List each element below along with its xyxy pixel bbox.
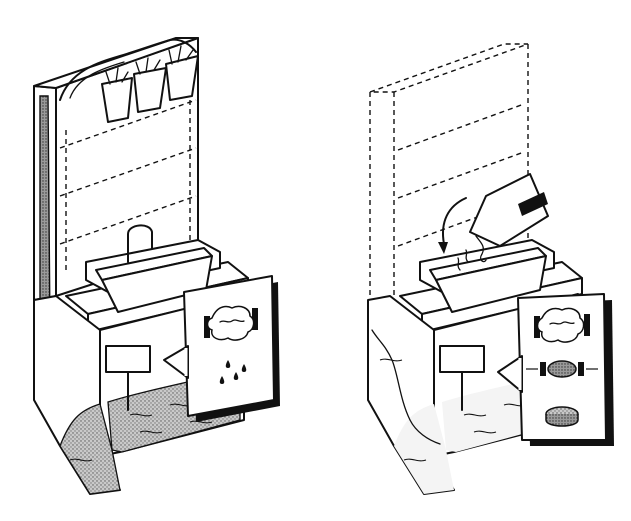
right-sink-front	[435, 255, 547, 313]
right-callout	[497, 293, 614, 446]
pour-arrow	[442, 197, 467, 245]
left-faucet	[127, 224, 153, 263]
left-callout	[163, 275, 280, 422]
filter-pad-icon	[204, 305, 258, 341]
left-pump	[105, 345, 151, 373]
left-callout-card	[183, 275, 275, 417]
pot-1	[101, 77, 133, 123]
water-drops-icon	[219, 360, 247, 384]
filter-disc-icon	[545, 406, 579, 427]
right-pump	[439, 345, 485, 373]
right-sink	[419, 239, 555, 313]
pour-container-body	[469, 173, 549, 247]
left-sink	[85, 224, 221, 313]
compressed-filter-icon	[526, 360, 598, 378]
right-panel	[367, 43, 614, 495]
filter-pad-icon	[534, 307, 590, 343]
plant-pots	[59, 38, 199, 123]
pot-3	[165, 55, 199, 101]
pour-container	[457, 173, 549, 271]
pot-2	[133, 67, 167, 113]
left-panel	[33, 37, 280, 495]
